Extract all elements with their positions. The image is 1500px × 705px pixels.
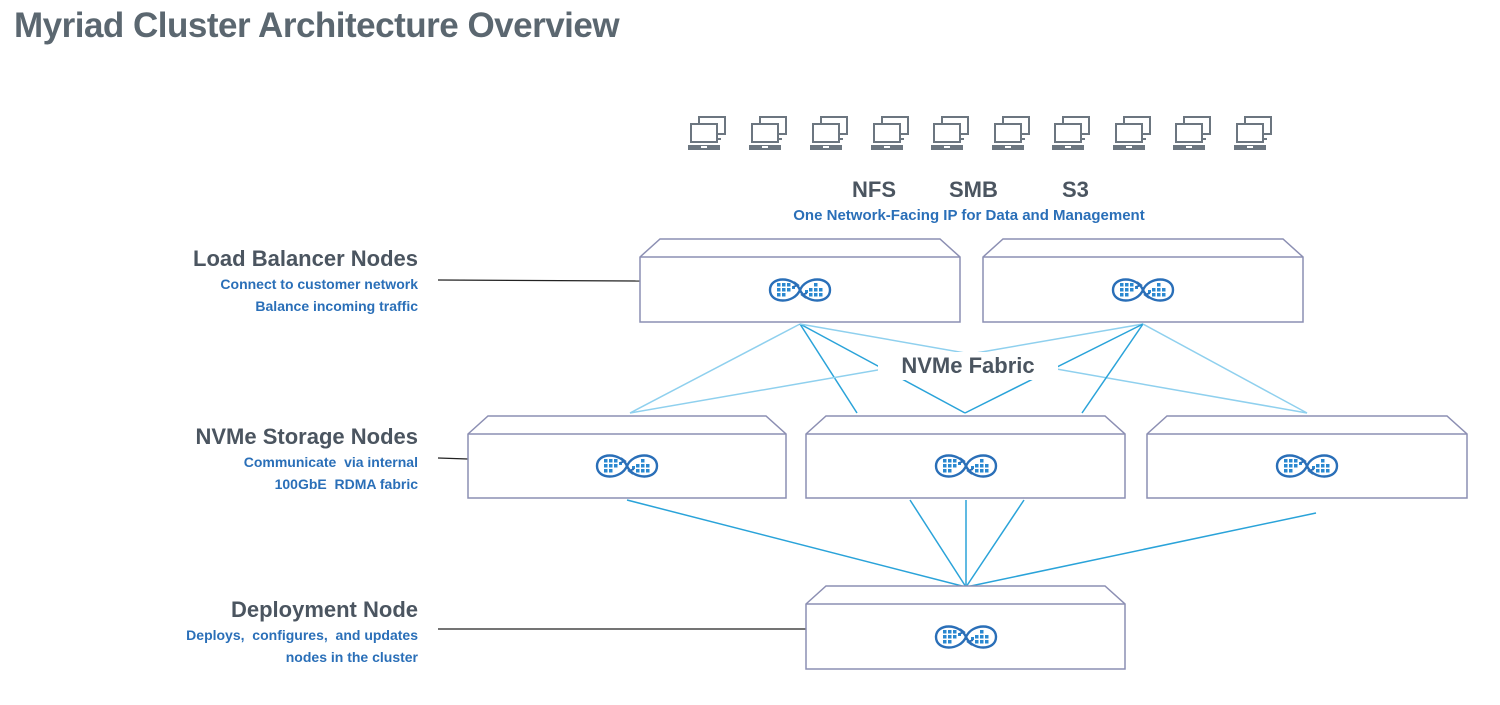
node-lb-2	[982, 238, 1304, 323]
fabric-link	[1081, 323, 1144, 414]
deploy-link	[965, 512, 1317, 588]
laptop-pair-icon	[748, 116, 787, 151]
laptop-pair-icon	[1233, 116, 1272, 151]
tier-label-load-balancer: Load Balancer Nodes Connect to customer …	[193, 245, 418, 317]
leader-line	[437, 279, 641, 282]
tier-label-deployment: Deployment Node Deploys, configures, and…	[186, 596, 418, 668]
tier-title: NVMe Storage Nodes	[195, 424, 419, 449]
leader-line	[437, 457, 469, 460]
protocol-nfs: NFS	[852, 177, 896, 202]
protocol-smb: SMB	[949, 177, 998, 202]
laptop-pair-icon	[930, 116, 969, 151]
laptop-pair-icon	[870, 116, 909, 151]
fabric-link	[629, 323, 801, 414]
tier-desc-line: nodes in the cluster	[285, 649, 418, 665]
client-row	[687, 116, 1272, 151]
node-deployment	[805, 585, 1126, 670]
tier-desc-line: 100GbE RDMA fabric	[274, 476, 418, 492]
deploy-link	[909, 499, 967, 588]
page-title: Myriad Cluster Architecture Overview	[14, 6, 620, 45]
node-storage-3	[1146, 415, 1468, 499]
tier-title: Deployment Node	[230, 597, 418, 622]
laptop-pair-icon	[1172, 116, 1211, 151]
deploy-link	[965, 499, 1025, 588]
laptop-pair-icon	[991, 116, 1030, 151]
fabric-link	[799, 323, 858, 414]
laptop-pair-icon	[809, 116, 848, 151]
laptop-pair-icon	[1051, 116, 1090, 151]
laptop-pair-icon	[687, 116, 726, 151]
deployment-links	[626, 499, 1317, 588]
node-lb-1	[639, 238, 961, 323]
deploy-link	[626, 499, 967, 588]
fabric-label: NVMe Fabric	[878, 352, 1058, 380]
tier-desc-line: Connect to customer network	[220, 276, 418, 292]
tier-desc-line: Balance incoming traffic	[255, 298, 418, 314]
network-note: One Network-Facing IP for Data and Manag…	[793, 207, 1145, 224]
node-storage-2	[805, 415, 1126, 499]
tier-desc-line: Deploys, configures, and updates	[186, 627, 418, 643]
tier-title: Load Balancer Nodes	[193, 246, 418, 271]
laptop-pair-icon	[1112, 116, 1151, 151]
tier-label-storage: NVMe Storage Nodes Communicate via inter…	[196, 423, 419, 495]
label-leaders	[437, 279, 806, 630]
node-storage-1	[467, 415, 787, 499]
fabric-link	[1142, 323, 1308, 414]
tier-desc-line: Communicate via internal	[243, 454, 418, 470]
protocol-s3: S3	[1062, 177, 1089, 202]
